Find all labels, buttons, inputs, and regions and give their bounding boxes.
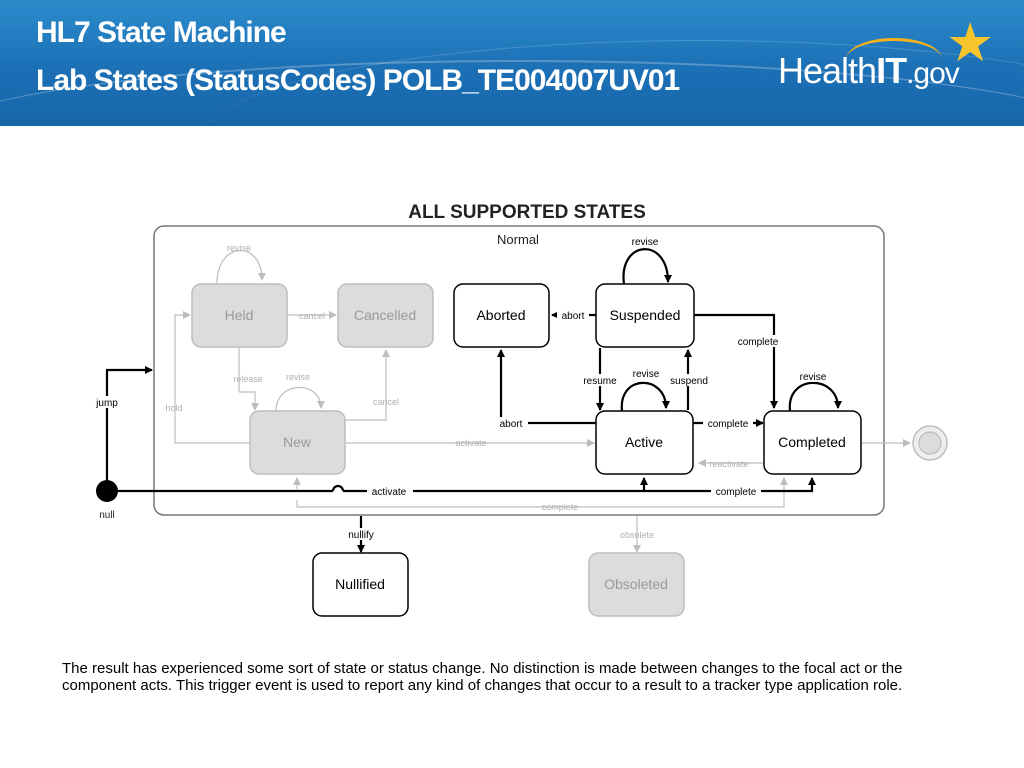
state-held-label: Held bbox=[225, 307, 254, 323]
label-revise-completed: revise bbox=[800, 372, 827, 383]
label-obsolete: obsolete bbox=[620, 530, 654, 540]
star-icon: ★ bbox=[946, 13, 995, 73]
normal-group-label: Normal bbox=[497, 232, 539, 247]
label-hold: hold bbox=[165, 403, 182, 413]
normal-group-box bbox=[153, 225, 885, 516]
healthit-logo: HealthIT.gov bbox=[778, 50, 960, 91]
label-revise-suspended: revise bbox=[632, 237, 659, 248]
state-completed bbox=[763, 410, 862, 475]
initial-state-icon bbox=[96, 480, 118, 502]
state-machine-diagram: ALL SUPPORTED STATES Normal bbox=[92, 202, 948, 617]
label-reactivate: reactivate bbox=[709, 459, 748, 469]
label-abort-suspended: abort bbox=[562, 311, 585, 322]
label-release: release bbox=[233, 374, 263, 384]
label-suspend: suspend bbox=[670, 376, 708, 387]
final-state-inner-icon bbox=[918, 431, 942, 455]
label-resume: resume bbox=[583, 376, 617, 387]
label-nullify: nullify bbox=[348, 530, 374, 541]
label-complete-suspended: complete bbox=[738, 337, 779, 348]
state-obsoleted-label: Obsoleted bbox=[604, 576, 668, 592]
state-active bbox=[595, 410, 694, 475]
state-active-label: Active bbox=[625, 434, 663, 450]
diagram-title: ALL SUPPORTED STATES bbox=[408, 202, 646, 223]
state-obsoleted bbox=[588, 552, 685, 617]
initial-state-label: null bbox=[99, 510, 115, 521]
state-suspended-label: Suspended bbox=[610, 307, 681, 323]
state-suspended bbox=[595, 283, 695, 348]
label-complete-active: complete bbox=[708, 419, 749, 430]
state-cancelled-label: Cancelled bbox=[354, 307, 416, 323]
state-cancelled bbox=[337, 283, 434, 348]
label-abort-active: abort bbox=[500, 419, 523, 430]
label-activate-new: activate bbox=[455, 438, 486, 448]
state-new-label: New bbox=[283, 434, 312, 450]
state-held bbox=[191, 283, 288, 348]
label-complete-null: complete bbox=[716, 487, 757, 498]
caption-text: The result has experienced some sort of … bbox=[62, 660, 903, 694]
header-banner: HL7 State Machine Lab States (StatusCode… bbox=[0, 0, 1024, 126]
label-jump: jump bbox=[95, 398, 118, 409]
label-complete-new: complete bbox=[542, 502, 579, 512]
label-cancel-held: cancel bbox=[299, 311, 325, 321]
label-cancel-new: cancel bbox=[373, 397, 399, 407]
slide-title: HL7 State Machine bbox=[36, 16, 287, 49]
state-aborted bbox=[453, 283, 550, 348]
slide-subtitle: Lab States (StatusCodes) POLB_TE004007UV… bbox=[36, 64, 680, 97]
state-new bbox=[249, 410, 346, 475]
state-nullified bbox=[312, 552, 409, 617]
state-completed-label: Completed bbox=[778, 434, 846, 450]
label-revise-held: revise bbox=[227, 243, 251, 253]
logo-arc-icon bbox=[846, 38, 942, 81]
label-activate-null: activate bbox=[372, 487, 407, 498]
label-revise-new: revise bbox=[286, 372, 310, 382]
state-nullified-label: Nullified bbox=[335, 576, 385, 592]
state-aborted-label: Aborted bbox=[476, 307, 525, 323]
label-revise-active: revise bbox=[633, 369, 660, 380]
